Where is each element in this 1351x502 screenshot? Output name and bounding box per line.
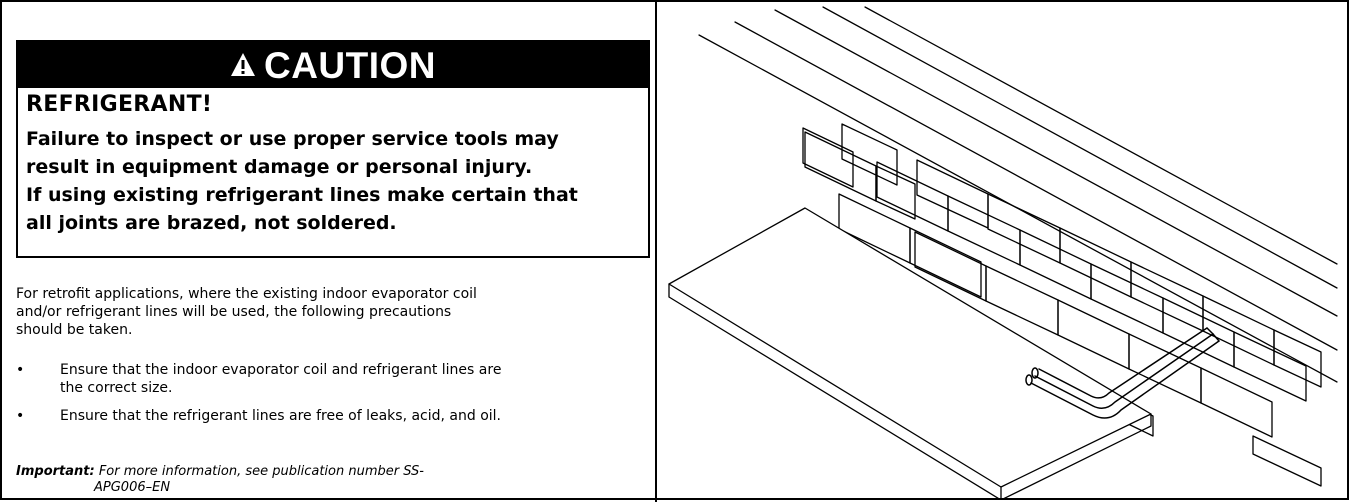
paragraph-line: and/or refrigerant lines will be used, t… [16,304,452,320]
important-text-continued: APG006–EN [94,480,171,495]
precautions-list: • Ensure that the indoor evaporator coil… [16,361,656,435]
caution-line: If using existing refrigerant lines make… [26,184,578,206]
list-item-line: the correct size. [60,380,173,396]
caution-message: Failure to inspect or use proper service… [26,125,646,237]
column-divider [655,0,657,502]
hazard-title: REFRIGERANT! [26,92,213,117]
list-item: • Ensure that the indoor evaporator coil… [16,361,656,397]
paragraph-line: For retrofit applications, where the exi… [16,286,477,302]
refrigerant-line-wall-illustration [668,6,1338,498]
refrigerant-line-set [1025,327,1220,419]
list-item-line: Ensure that the refrigerant lines are fr… [60,408,502,424]
wall-line [864,6,1338,265]
important-label: Important: [16,464,95,479]
retrofit-paragraph: For retrofit applications, where the exi… [16,285,646,339]
caution-line: Failure to inspect or use proper service… [26,128,559,150]
concrete-slab [668,207,1152,498]
caution-line: result in equipment damage or personal i… [26,156,533,178]
wall-line [774,9,1338,317]
list-item-line: Ensure that the indoor evaporator coil a… [60,362,502,378]
bullet-icon: • [16,408,25,424]
caution-line: all joints are brazed, not soldered. [26,212,397,234]
wall-line [822,6,1338,289]
important-text: For more information, see publication nu… [98,464,424,479]
bullet-icon: • [16,362,25,378]
important-note: Important: For more information, see pub… [16,464,656,496]
warning-triangle-icon [230,53,255,76]
caution-header: CAUTION [18,42,648,88]
caution-heading: CAUTION [263,44,437,86]
brick-wall [802,123,1322,487]
list-item: • Ensure that the refrigerant lines are … [16,407,656,425]
caution-box: CAUTION REFRIGERANT! Failure to inspect … [16,40,650,258]
wall-line [734,21,1338,351]
paragraph-line: should be taken. [16,322,133,338]
